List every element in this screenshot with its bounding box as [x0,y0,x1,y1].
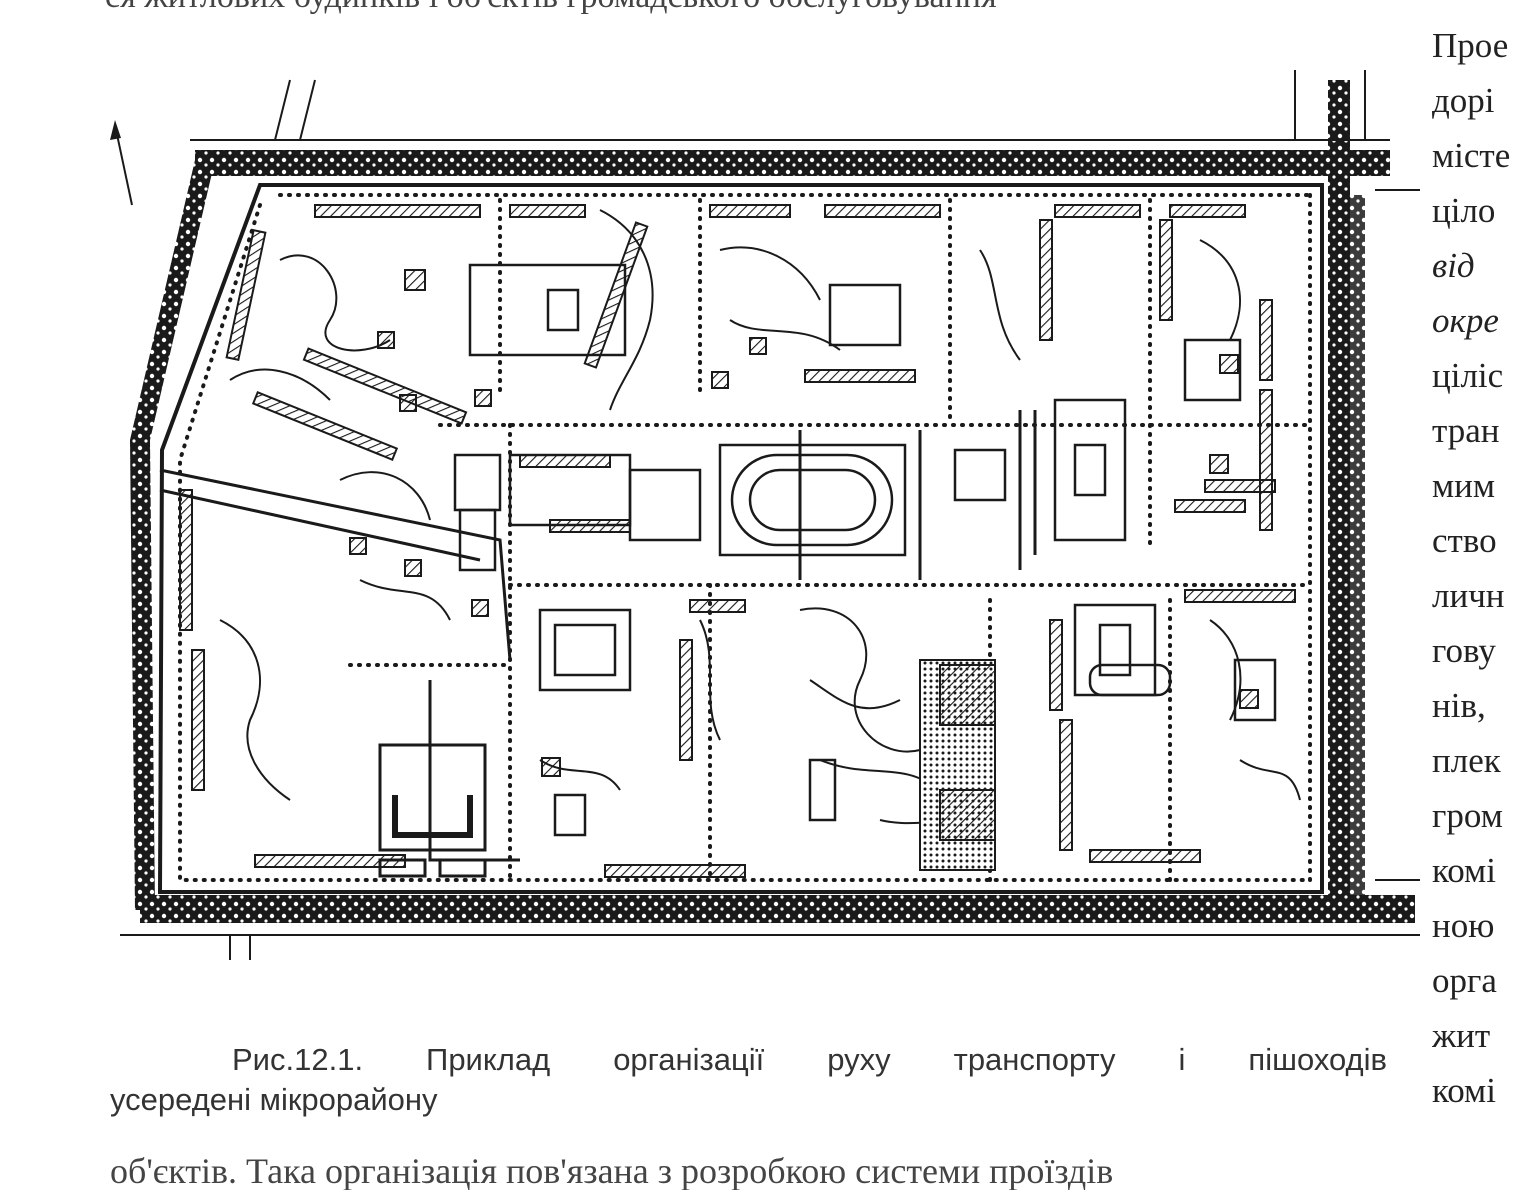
side-line: плек [1432,741,1501,780]
stadium [718,443,907,557]
plan-drawing [110,70,1420,960]
side-line: від [1432,246,1475,285]
side-line: жит [1432,1016,1491,1055]
school-building [378,743,487,878]
caption-line-1: Рис.12.1. Приклад організації руху транс… [232,1042,1387,1077]
side-line: мим [1432,466,1496,505]
cut-off-bottom-text: об'єктів. Така організація пов'язана з р… [110,1151,1114,1190]
side-line: дорі [1432,81,1495,120]
cut-off-top-text: ся житлових будинків і об'єктів громадсь… [105,0,1425,18]
side-line: комі [1432,1071,1496,1110]
side-line: окре [1432,301,1499,340]
misc-blocks [453,263,1277,837]
side-line: тран [1432,411,1500,450]
side-line: місте [1432,136,1511,175]
district-boundary [157,183,1324,894]
perimeter-streets [120,70,1420,960]
side-line: личн [1432,576,1505,615]
side-line: ною [1432,906,1495,945]
side-line: орга [1432,961,1497,1000]
public-buildings [349,269,1259,777]
north-arrow-icon [110,120,133,206]
side-line: ство [1432,521,1497,560]
side-line: гову [1432,631,1496,670]
residential-buildings [179,204,1296,878]
side-line: Прое [1432,26,1509,65]
side-line: нів, [1432,686,1486,725]
landscape-paths [219,209,1301,841]
figure-caption: Рис.12.1. Приклад організації руху транс… [110,1040,1430,1120]
side-line: гром [1432,796,1503,835]
microdistrict-plan-figure [100,60,1430,960]
side-line: ціло [1432,191,1496,230]
side-line: ціліс [1432,356,1504,395]
side-text-column: Прое дорі місте ціло від окре ціліс тран… [1432,18,1520,1118]
caption-line-2: усередені мікрорайону [110,1082,438,1117]
side-line: комі [1432,851,1496,890]
